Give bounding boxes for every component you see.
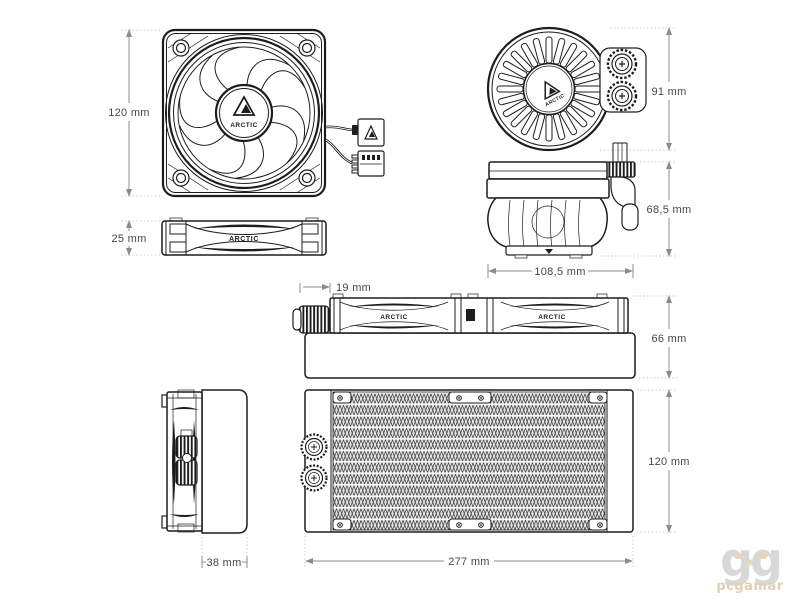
pump-top-cap <box>488 161 608 180</box>
front-fitting-upper <box>300 433 328 461</box>
dim-radiator-thickness: 38 mm <box>201 537 248 569</box>
watermark-site-text: pcgamar <box>716 579 783 594</box>
dim-label-fitting-offset: 19 mm <box>336 282 371 294</box>
radiator-side-fitting <box>292 305 330 334</box>
dim-radiator-length: 277 mm <box>304 536 634 568</box>
fan-screw-holes <box>172 39 316 187</box>
fan-side-brand-text: ARCTIC <box>229 236 259 243</box>
pump-top-fittings <box>599 47 647 113</box>
end-view-fittings <box>175 429 198 486</box>
connector-logo-plug <box>352 118 385 147</box>
dim-fan-thickness: 25 mm <box>111 220 160 256</box>
radiator-tanks <box>330 390 608 532</box>
pump-base <box>505 245 593 259</box>
fan-clip <box>466 309 475 321</box>
dim-label-assembly-height: 66 mm <box>651 333 686 345</box>
end-view-radiator-depth <box>201 389 248 534</box>
dim-label-radiator-height: 120 mm <box>648 456 690 468</box>
front-fitting-lower <box>300 464 328 492</box>
watermark-eye-left <box>733 553 743 559</box>
pump-hose-nut <box>604 161 636 178</box>
dim-label-pump-width: 108,5 mm <box>534 266 585 278</box>
dim-label-pump-height: 68,5 mm <box>647 204 692 216</box>
dim-label-radiator-thickness: 38 mm <box>206 557 241 569</box>
radiator-mount-plates <box>332 391 608 531</box>
fan-side-end-blocks <box>165 221 323 255</box>
pump-top-view: ARCTIC 91 mm <box>486 26 686 152</box>
radiator-end-view: 38 mm <box>161 389 248 569</box>
watermark: gg pcgamar <box>716 533 783 594</box>
pump-hose-tube <box>612 142 628 162</box>
connector-4pin-plug <box>351 150 385 177</box>
radiator-front-view: 120 mm 277 mm <box>300 389 690 568</box>
dim-pump-width: 108,5 mm <box>487 264 634 278</box>
fan-hub-brand-text: ARCTIC <box>230 122 258 129</box>
rad-fan-right-brand-text: ARCTIC <box>538 314 566 321</box>
dim-label-fan-height: 120 mm <box>108 107 150 119</box>
fan-hub: ARCTIC <box>214 83 274 143</box>
pump-body <box>487 197 608 249</box>
dim-fan-height: 120 mm <box>108 29 160 197</box>
fan-cables <box>325 125 355 165</box>
pump-impeller-fins <box>496 36 602 142</box>
watermark-beak <box>747 559 754 566</box>
dim-fitting-offset: 19 mm <box>299 282 371 294</box>
dim-radiator-height: 120 mm <box>637 389 690 533</box>
dim-label-fan-thickness: 25 mm <box>111 233 146 245</box>
radiator-front-fittings <box>300 433 328 492</box>
radiator-fans-strip: ARCTIC ARCTIC <box>329 293 629 334</box>
pump-hose-elbow <box>610 176 636 209</box>
dim-label-radiator-length: 277 mm <box>448 556 490 568</box>
rad-fan-left-brand-text: ARCTIC <box>380 314 408 321</box>
pump-side-view: 68,5 mm 108,5 mm <box>486 142 692 278</box>
fan-rim <box>165 34 323 192</box>
dim-pump-height: 68,5 mm <box>600 161 692 257</box>
rad-fan-left: ARCTIC <box>339 301 449 331</box>
fan-front-view: ARCTIC <box>108 28 385 198</box>
watermark-eye-right <box>758 553 768 559</box>
rad-fan-right: ARCTIC <box>500 301 610 331</box>
pump-hose-arm <box>621 203 639 231</box>
fitting-lower <box>606 80 638 112</box>
dim-assembly-height: 66 mm <box>632 295 686 379</box>
pump-body-ribs <box>508 199 581 249</box>
radiator-side-view: ARCTIC ARCTIC 19 mm <box>292 282 686 379</box>
watermark-gg-logo-icon: gg <box>720 533 780 587</box>
fan-side-view: ARCTIC 25 mm <box>111 217 327 256</box>
fitting-upper <box>606 48 638 80</box>
radiator-screw-holes <box>337 395 603 528</box>
radiator-mesh-core <box>332 391 606 531</box>
radiator-side-body <box>304 332 636 379</box>
dim-pump-top-height: 91 mm <box>600 27 686 151</box>
dim-label-pump-top-height: 91 mm <box>651 86 686 98</box>
connector-arctic-triangle-icon <box>364 124 378 140</box>
arctic-logo-icon <box>232 95 256 116</box>
